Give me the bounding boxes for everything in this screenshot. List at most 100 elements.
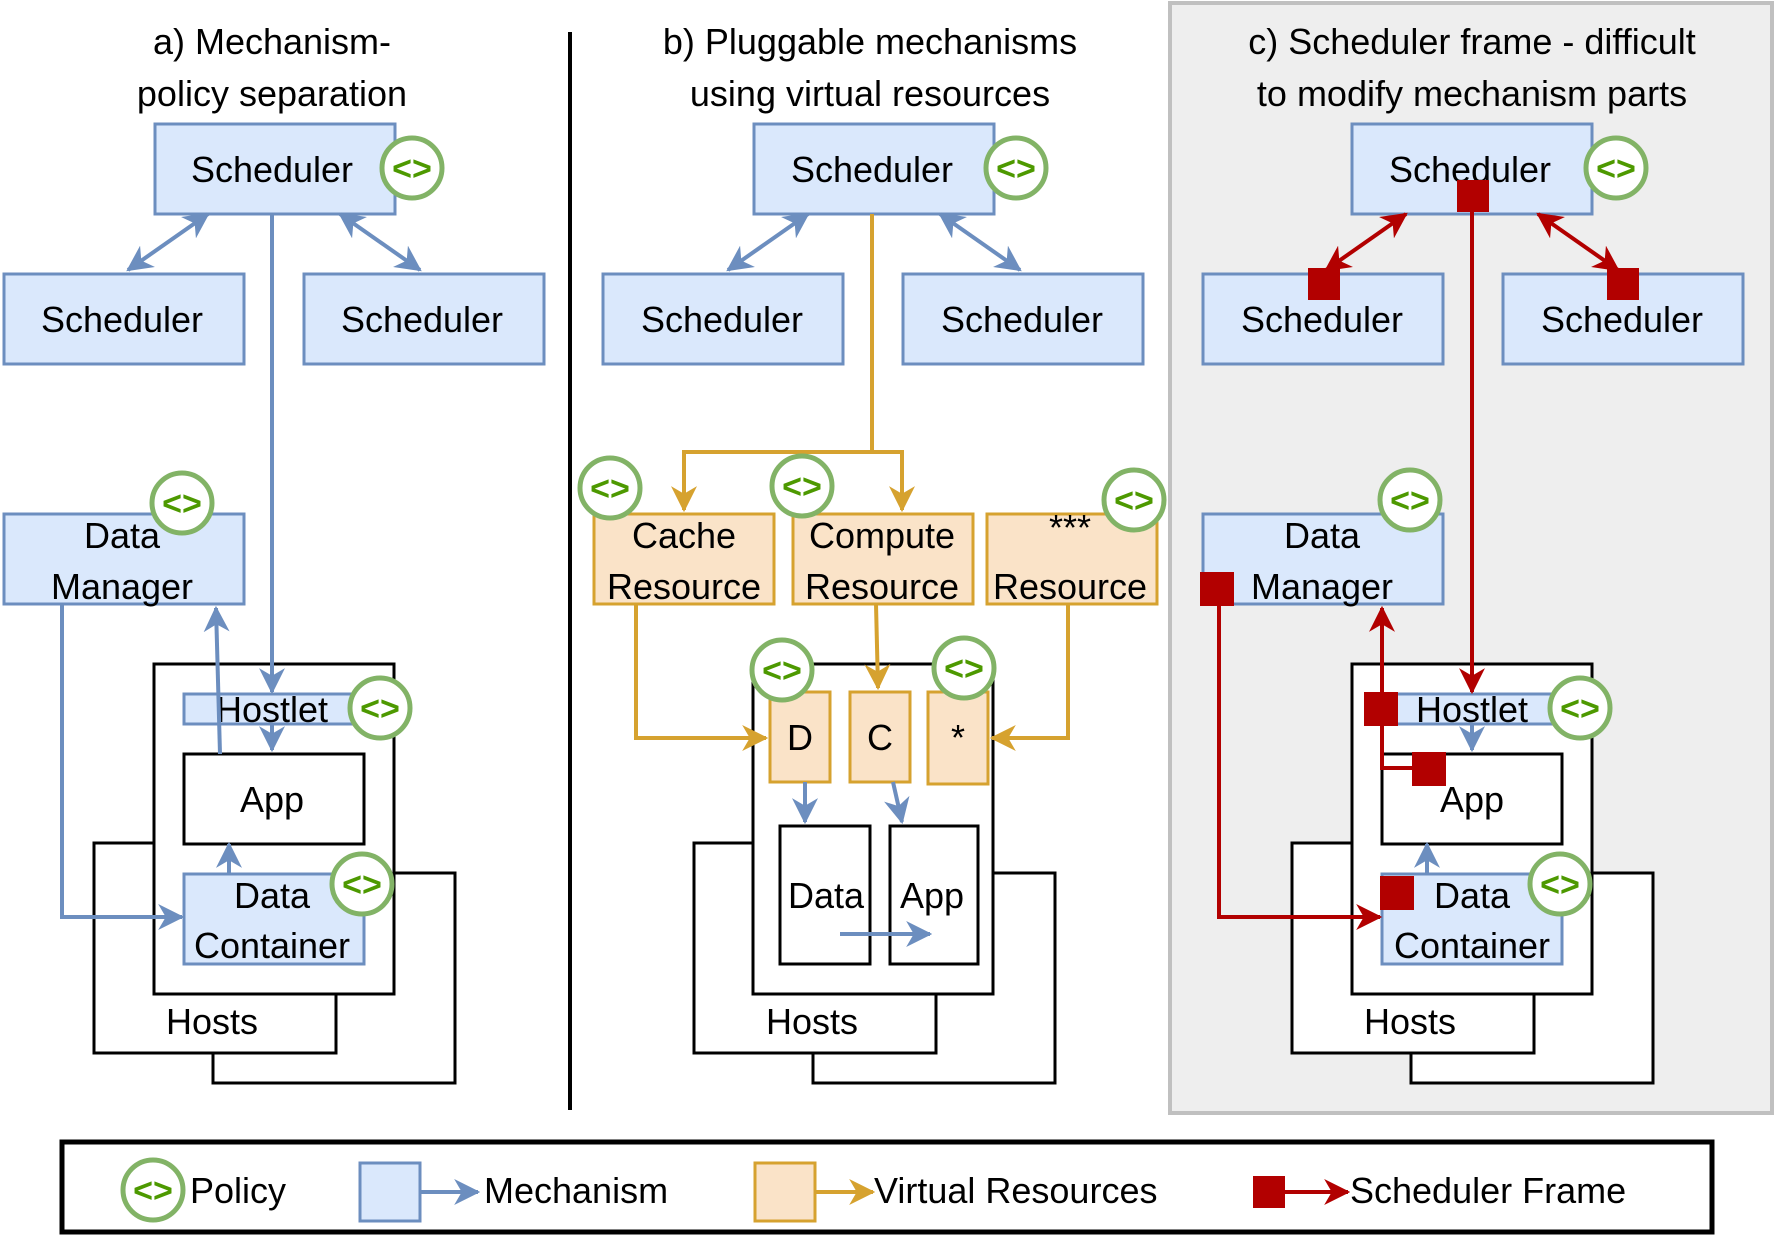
scheduler-left-label: Scheduler bbox=[41, 299, 203, 340]
cache-resource-label-line2: Resource bbox=[607, 566, 761, 607]
other-resource-label-line1: *** bbox=[1049, 507, 1091, 548]
hosts-label: Hosts bbox=[1364, 1001, 1456, 1042]
slot-c-label: C bbox=[867, 717, 893, 758]
policy-icon-glyph: <> bbox=[392, 150, 432, 188]
scheduler-frame-marker bbox=[1457, 180, 1489, 212]
app-box-label: App bbox=[900, 875, 964, 916]
legend-policy-label: Policy bbox=[190, 1170, 286, 1211]
data-manager[interactable] bbox=[2, 512, 246, 606]
policy-icon bbox=[1101, 467, 1167, 533]
policy-icon bbox=[1547, 675, 1613, 741]
data-container-label-line2: Container bbox=[1394, 925, 1550, 966]
mechanism-arrow bbox=[938, 212, 1022, 272]
scheduler-frame-arrow bbox=[1536, 212, 1620, 272]
slot-d-label: D bbox=[787, 717, 813, 758]
data-container-label-line2: Container bbox=[194, 925, 350, 966]
scheduler-right-label: Scheduler bbox=[341, 299, 503, 340]
compute-resource-label-line1: Compute bbox=[809, 515, 955, 556]
policy-icon bbox=[1583, 135, 1649, 201]
scheduler-frame-marker bbox=[1200, 572, 1234, 606]
policy-icon bbox=[347, 675, 413, 741]
policy-icon bbox=[1377, 467, 1443, 533]
app-box[interactable] bbox=[888, 824, 980, 966]
policy-icon-glyph: <> bbox=[590, 470, 630, 508]
virtual-resource-arrow bbox=[671, 214, 874, 513]
legend-frame-label: Scheduler Frame bbox=[1350, 1170, 1626, 1211]
slot-c[interactable] bbox=[848, 690, 912, 784]
scheduler-right[interactable] bbox=[302, 272, 546, 366]
mechanism-arrow bbox=[203, 605, 230, 755]
data-manager-label-line1: Data bbox=[84, 515, 161, 556]
slot-star[interactable] bbox=[926, 690, 990, 786]
data-manager-label-line1: Data bbox=[1284, 515, 1361, 556]
hosts-label: Hosts bbox=[766, 1001, 858, 1042]
mechanism-arrow bbox=[726, 212, 810, 272]
app-box[interactable] bbox=[182, 752, 366, 846]
policy-icon bbox=[329, 851, 395, 917]
legend-policy-icon bbox=[120, 1157, 186, 1223]
mechanism-arrow bbox=[126, 212, 210, 272]
virtual-resource-arrow bbox=[864, 603, 891, 691]
legend-virtual-swatch bbox=[753, 1161, 817, 1223]
cache-resource-label-line1: Cache bbox=[632, 515, 736, 556]
data-box-label: Data bbox=[788, 875, 865, 916]
mechanism-arrow bbox=[338, 212, 422, 272]
mechanism-arrow bbox=[60, 604, 185, 930]
policy-icon-glyph: <> bbox=[1540, 866, 1580, 904]
other-resource-label-line2: Resource bbox=[993, 566, 1147, 607]
compute-resource[interactable] bbox=[791, 512, 975, 606]
slot-star-label: * bbox=[951, 717, 965, 758]
hostlet-label: Hostlet bbox=[216, 689, 328, 730]
panel-b-title-line2: using virtual resources bbox=[690, 73, 1050, 114]
scheduler-frame-marker bbox=[1308, 268, 1340, 300]
policy-icon bbox=[149, 470, 215, 536]
panel-a: a) Mechanism- policy separation Hosts Sc… bbox=[2, 21, 546, 1085]
policy-icon bbox=[983, 135, 1049, 201]
scheduler-frame-arrow bbox=[1324, 212, 1408, 272]
panel-a-title-line2: policy separation bbox=[137, 73, 407, 114]
virtual-resource-arrow bbox=[872, 450, 915, 513]
data-container-label-line1: Data bbox=[234, 875, 311, 916]
policy-icon bbox=[769, 453, 835, 519]
scheduler-main[interactable] bbox=[752, 122, 996, 216]
scheduler-left-label: Scheduler bbox=[641, 299, 803, 340]
legend-policy-icon-glyph: <> bbox=[133, 1172, 173, 1210]
scheduler-left[interactable] bbox=[601, 272, 845, 366]
scheduler-main-label: Scheduler bbox=[791, 149, 953, 190]
panel-c-title-line2: to modify mechanism parts bbox=[1257, 73, 1687, 114]
legend-mechanism-swatch bbox=[358, 1161, 422, 1223]
scheduler-frame-marker bbox=[1364, 692, 1398, 726]
scheduler-frame-marker bbox=[1607, 268, 1639, 300]
data-box[interactable] bbox=[778, 824, 872, 966]
virtual-resource-arrow bbox=[989, 604, 1070, 751]
policy-icon-glyph: <> bbox=[782, 468, 822, 506]
legend: <> Policy Mechanism Virtual Resources Sc… bbox=[59, 1139, 1715, 1235]
cache-resource[interactable] bbox=[592, 512, 776, 606]
data-manager-label-line2: Manager bbox=[51, 566, 193, 607]
data-container-label-line1: Data bbox=[1434, 875, 1511, 916]
scheduler-right-label: Scheduler bbox=[1541, 299, 1703, 340]
scheduler-right-label: Scheduler bbox=[941, 299, 1103, 340]
legend-frame-swatch bbox=[1253, 1176, 1285, 1208]
policy-icon-glyph: <> bbox=[944, 650, 984, 688]
legend-frame bbox=[59, 1139, 1715, 1235]
legend-virtual-label: Virtual Resources bbox=[874, 1170, 1157, 1211]
policy-icon-glyph: <> bbox=[1390, 482, 1430, 520]
panel-b: b) Pluggable mechanisms using virtual re… bbox=[577, 21, 1167, 1085]
scheduler-main-label: Scheduler bbox=[191, 149, 353, 190]
policy-icon-glyph: <> bbox=[162, 485, 202, 523]
policy-icon-glyph: <> bbox=[360, 690, 400, 728]
scheduler-left[interactable] bbox=[2, 272, 246, 366]
hostlet[interactable] bbox=[182, 692, 366, 726]
policy-icon-glyph: <> bbox=[762, 652, 802, 690]
scheduler-right[interactable] bbox=[901, 272, 1145, 366]
policy-icon-glyph: <> bbox=[1114, 482, 1154, 520]
policy-icon bbox=[1527, 851, 1593, 917]
compute-resource-label-line2: Resource bbox=[805, 566, 959, 607]
scheduler-left-label: Scheduler bbox=[1241, 299, 1403, 340]
mechanism-arrow bbox=[884, 781, 910, 825]
app-label: App bbox=[1440, 779, 1504, 820]
policy-icon-glyph: <> bbox=[342, 866, 382, 904]
panel-c-title-line1: c) Scheduler frame - difficult bbox=[1248, 21, 1696, 62]
policy-icon bbox=[749, 637, 815, 703]
